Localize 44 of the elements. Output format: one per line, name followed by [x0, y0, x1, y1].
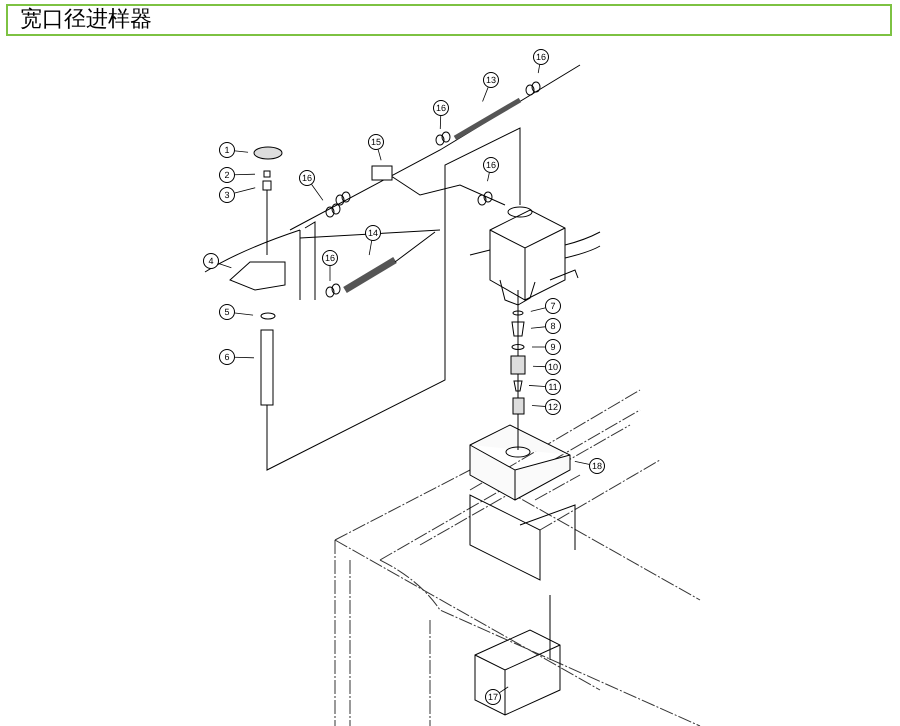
callout-number: 16: [483, 157, 499, 173]
leader-line: [234, 356, 254, 358]
leader-line: [532, 346, 546, 348]
leader-line: [532, 366, 546, 368]
callout-number: 16: [322, 250, 338, 266]
leader-line: [368, 240, 372, 256]
callout-number: 16: [433, 100, 449, 116]
leader-line: [482, 87, 488, 102]
callout-number: 13: [483, 72, 499, 88]
leader-line: [440, 116, 442, 130]
callout-number: 11: [545, 379, 561, 395]
leader-line: [532, 405, 546, 407]
leader-line: [499, 686, 509, 693]
leader-line: [530, 326, 546, 329]
leader-line: [234, 174, 256, 176]
callout-number: 12: [545, 399, 561, 415]
leader-line: [528, 385, 546, 387]
callout-number: 15: [368, 134, 384, 150]
callout-number: 6: [219, 349, 235, 365]
leader-line: [530, 307, 546, 312]
leader-line: [378, 149, 382, 161]
callout-number: 18: [589, 458, 605, 474]
callout-number: 4: [203, 253, 219, 269]
callout-number: 8: [545, 318, 561, 334]
leader-line: [574, 461, 590, 465]
leader-line: [234, 187, 256, 194]
callout-number: 5: [219, 304, 235, 320]
callout-number: 3: [219, 187, 235, 203]
leader-line: [218, 263, 232, 268]
callout-number: 10: [545, 359, 561, 375]
callout-number: 17: [485, 689, 501, 705]
callout-number: 16: [533, 49, 549, 65]
callout-number: 2: [219, 167, 235, 183]
callout-number: 9: [545, 339, 561, 355]
leader-line: [487, 172, 490, 182]
diagram-title: 宽口径进样器: [20, 8, 152, 32]
callout-number: 7: [545, 298, 561, 314]
callout-number: 16: [299, 170, 315, 186]
leader-line: [234, 150, 248, 153]
callout-number: 14: [365, 225, 381, 241]
leader-line: [538, 64, 540, 74]
leader-line: [311, 184, 324, 201]
leader-line: [234, 312, 254, 316]
callout-number: 1: [219, 142, 235, 158]
